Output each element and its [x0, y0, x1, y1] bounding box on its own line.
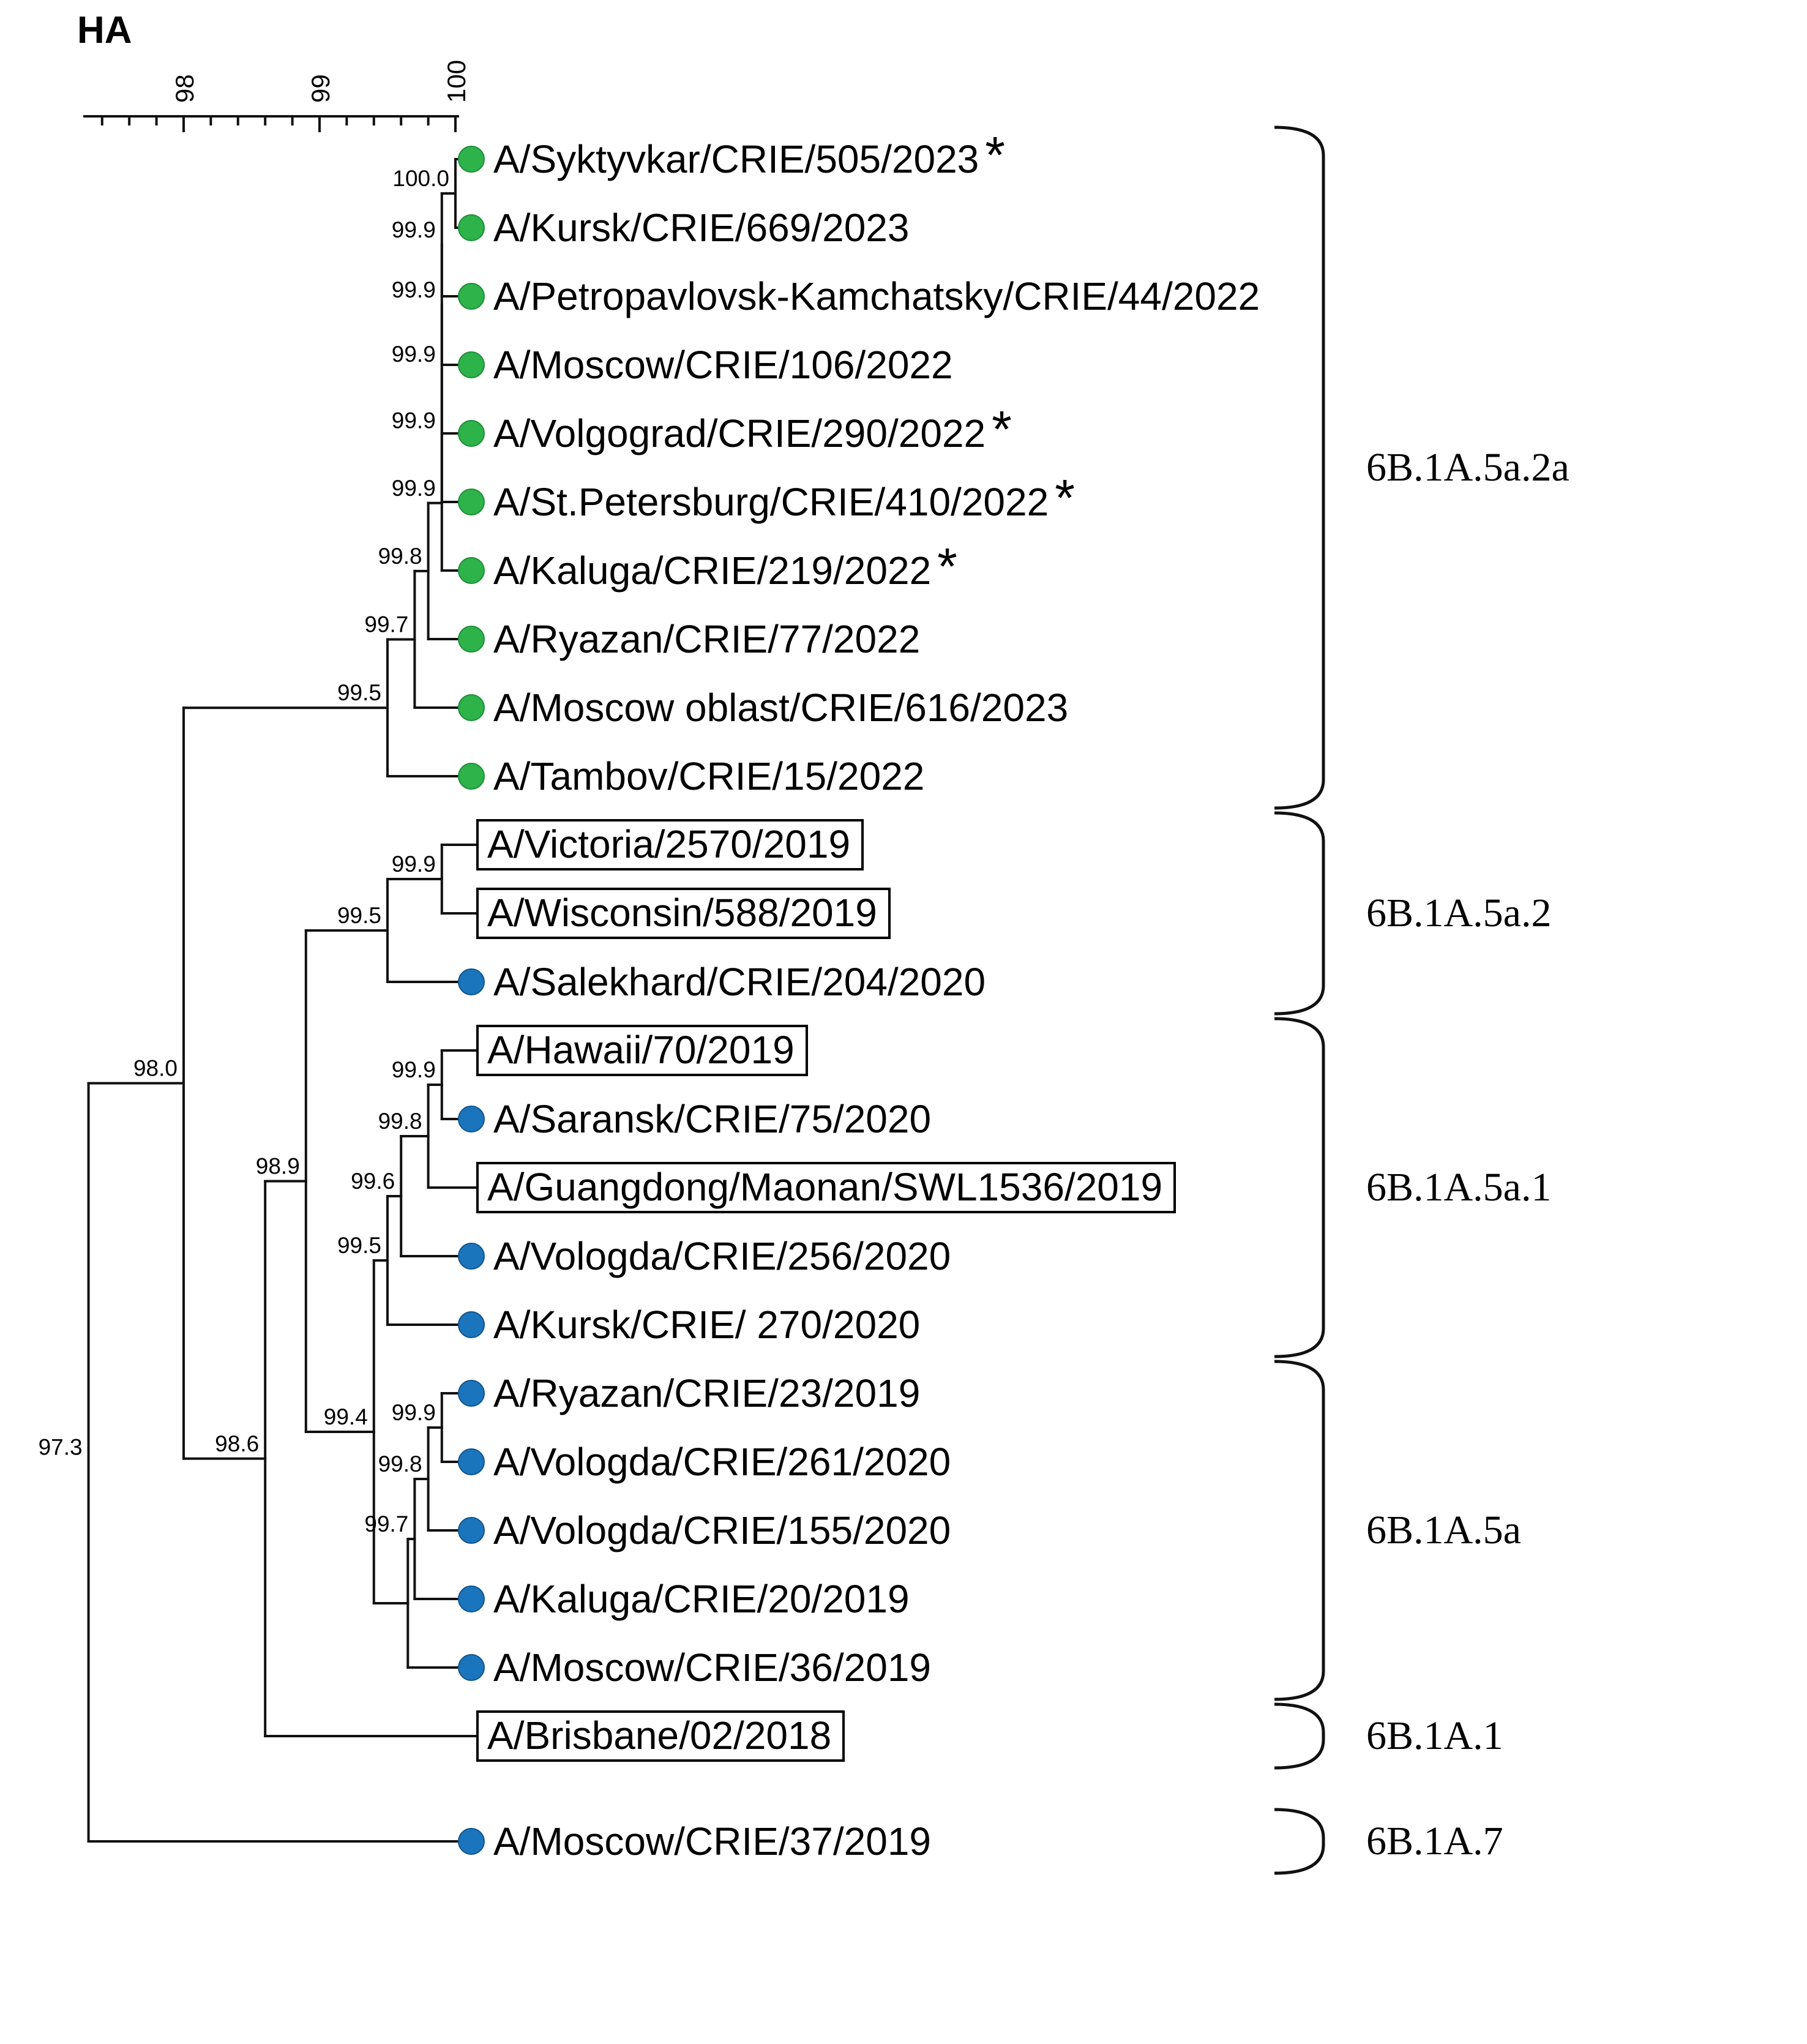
axis-tick-label: 98	[170, 74, 199, 103]
bootstrap-value: 99.9	[392, 342, 436, 367]
bootstrap-value: 99.5	[337, 680, 381, 705]
taxon-dot-blue	[458, 1828, 485, 1855]
taxon-dot-blue	[458, 1585, 485, 1612]
bootstrap-value: 99.4	[324, 1404, 368, 1429]
bootstrap-value: 100.0	[392, 166, 449, 191]
bootstrap-value: 99.8	[378, 544, 422, 569]
bootstrap-value: 99.5	[337, 903, 381, 928]
bootstrap-value: 99.9	[392, 408, 436, 433]
bootstrap-value: 99.9	[392, 852, 436, 877]
bootstrap-value: 98.6	[215, 1431, 259, 1456]
taxon-dot-green	[458, 626, 485, 653]
taxon-dot-green	[458, 214, 485, 241]
bootstrap-value: 99.9	[392, 476, 436, 501]
taxon-dot-green	[458, 283, 485, 310]
taxon-dot-green	[458, 557, 485, 584]
taxon-dot-blue	[458, 1380, 485, 1407]
taxon-dot-blue	[458, 1517, 485, 1544]
axis-tick-label: 100	[442, 60, 471, 103]
bootstrap-value: 99.5	[337, 1233, 381, 1258]
taxon-dot-blue	[458, 1654, 485, 1681]
clade-bracket	[1274, 1808, 1325, 1875]
clade-bracket	[1274, 1360, 1325, 1701]
axis-tick-label: 99	[306, 74, 335, 103]
taxon-dot-green	[458, 351, 485, 378]
taxon-dot-blue	[458, 968, 485, 995]
clade-bracket	[1274, 1702, 1325, 1770]
bootstrap-value: 97.3	[39, 1435, 83, 1460]
bootstrap-value: 99.9	[392, 217, 436, 242]
bootstrap-value: 99.9	[392, 1400, 436, 1425]
taxon-dot-green	[458, 694, 485, 721]
bootstrap-value: 99.6	[351, 1169, 395, 1194]
bootstrap-value: 98.0	[133, 1055, 178, 1080]
bootstrap-value: 99.9	[392, 1057, 436, 1082]
figure-title: HA	[77, 9, 132, 51]
bootstrap-value: 99.7	[364, 612, 408, 637]
taxon-dot-blue	[458, 1448, 485, 1475]
clade-bracket	[1274, 125, 1325, 810]
bootstrap-value: 98.9	[256, 1154, 300, 1179]
taxon-dot-blue	[458, 1106, 485, 1132]
taxon-dot-green	[458, 146, 485, 173]
clade-bracket	[1274, 811, 1325, 1016]
bootstrap-value: 99.8	[378, 1451, 422, 1477]
bootstrap-value: 99.8	[378, 1109, 422, 1134]
bootstrap-value: 99.9	[392, 277, 436, 302]
bootstrap-value: 99.7	[364, 1511, 408, 1537]
taxon-dot-blue	[458, 1311, 485, 1338]
taxon-dot-green	[458, 420, 485, 447]
taxon-dot-blue	[458, 1243, 485, 1270]
clade-bracket	[1274, 1017, 1325, 1358]
taxon-dot-green	[458, 763, 485, 790]
taxon-dot-green	[458, 489, 485, 515]
